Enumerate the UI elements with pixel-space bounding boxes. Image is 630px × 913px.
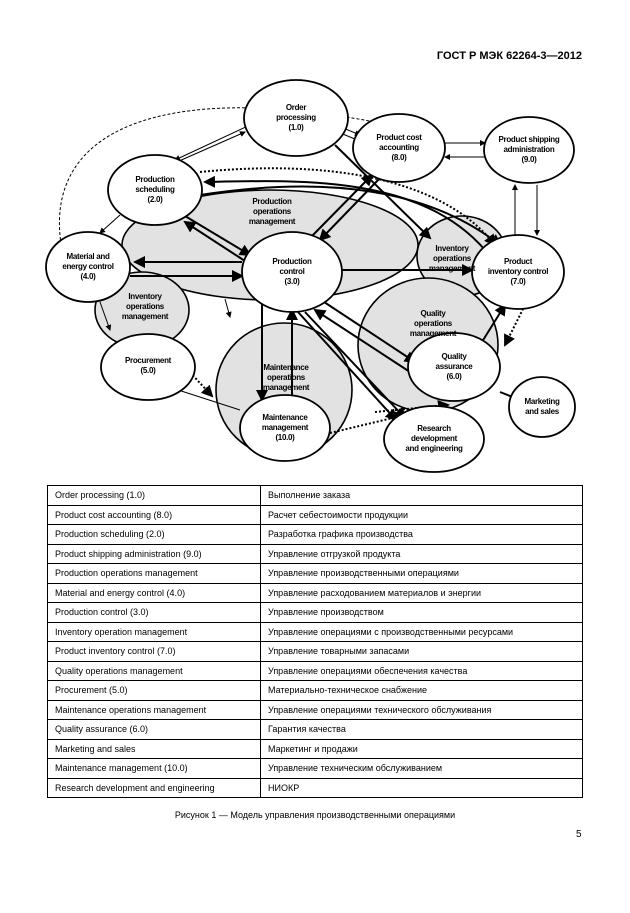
- page-number: 5: [576, 829, 582, 840]
- term-russian: Управление производством: [260, 602, 583, 623]
- term-russian: Управление операциями с производственным…: [260, 621, 583, 642]
- term-english: Production scheduling (2.0): [47, 524, 261, 545]
- term-english: Production operations management: [47, 563, 261, 584]
- node-product-shipping-administration: [483, 116, 575, 184]
- term-english: Product inventory control (7.0): [47, 641, 261, 662]
- node-marketing-sales: [508, 376, 576, 438]
- node-production-scheduling: [107, 154, 203, 226]
- term-russian: Управление техническим обслуживанием: [260, 758, 583, 779]
- node-procurement: [100, 333, 196, 401]
- term-english: Maintenance management (10.0): [47, 758, 261, 779]
- term-russian: Расчет себестоимости продукции: [260, 504, 583, 525]
- term-english: Quality assurance (6.0): [47, 719, 261, 740]
- term-english: Procurement (5.0): [47, 680, 261, 701]
- term-russian: Разработка графика производства: [260, 524, 583, 545]
- term-english: Maintenance operations management: [47, 699, 261, 720]
- term-russian: Материально-техническое снабжение: [260, 680, 583, 701]
- node-order-processing: [243, 79, 349, 157]
- term-russian: Управление операциями технического обслу…: [260, 699, 583, 720]
- term-english: Product cost accounting (8.0): [47, 504, 261, 525]
- figure-caption: Рисунок 1 — Модель управления производст…: [174, 810, 456, 820]
- term-russian: Маркетинг и продажи: [260, 738, 583, 759]
- table-row: Order processing (1.0)Выполнение заказа: [47, 485, 583, 506]
- term-english: Inventory operation management: [47, 621, 261, 642]
- table-row: Product inventory control (7.0)Управлени…: [47, 641, 583, 662]
- table-row: Product cost accounting (8.0)Расчет себе…: [47, 504, 583, 525]
- term-russian: НИОКР: [260, 777, 583, 798]
- term-russian: Управление товарными запасами: [260, 641, 583, 662]
- table-row: Material and energy control (4.0)Управле…: [47, 582, 583, 603]
- table-row: Production control (3.0)Управление произ…: [47, 602, 583, 623]
- term-english: Product shipping administration (9.0): [47, 543, 261, 564]
- node-production-control: [241, 231, 343, 313]
- term-english: Order processing (1.0): [47, 485, 261, 506]
- table-row: Maintenance management (10.0)Управление …: [47, 758, 583, 779]
- table-row: Procurement (5.0)Материально-техническое…: [47, 680, 583, 701]
- document-header: ГОСТ Р МЭК 62264-3—2012: [436, 50, 582, 62]
- node-maintenance-management: [239, 394, 331, 462]
- term-russian: Управление расходованием материалов и эн…: [260, 582, 583, 603]
- node-material-energy-control: [45, 231, 131, 303]
- term-russian: Управление отгрузкой продукта: [260, 543, 583, 564]
- table-row: Product shipping administration (9.0)Упр…: [47, 543, 583, 564]
- svg-text:Procurement(5.0): Procurement(5.0): [125, 356, 172, 375]
- term-russian: Гарантия качества: [260, 719, 583, 740]
- term-english: Research development and engineering: [47, 777, 261, 798]
- term-english: Material and energy control (4.0): [47, 582, 261, 603]
- term-russian: Управление производственными операциями: [260, 563, 583, 584]
- node-product-cost-accounting: [352, 113, 446, 183]
- table-row: Production scheduling (2.0)Разработка гр…: [47, 524, 583, 545]
- node-product-inventory-control: [471, 234, 565, 310]
- node-quality-assurance: [407, 332, 501, 402]
- term-english: Marketing and sales: [47, 738, 261, 759]
- node-research-development: [383, 405, 485, 473]
- term-russian: Выполнение заказа: [260, 485, 583, 506]
- table-row: Quality assurance (6.0)Гарантия качества: [47, 719, 583, 740]
- term-english: Production control (3.0): [47, 602, 261, 623]
- term-english: Quality operations management: [47, 660, 261, 681]
- term-russian: Управление операциями обеспечения качест…: [260, 660, 583, 681]
